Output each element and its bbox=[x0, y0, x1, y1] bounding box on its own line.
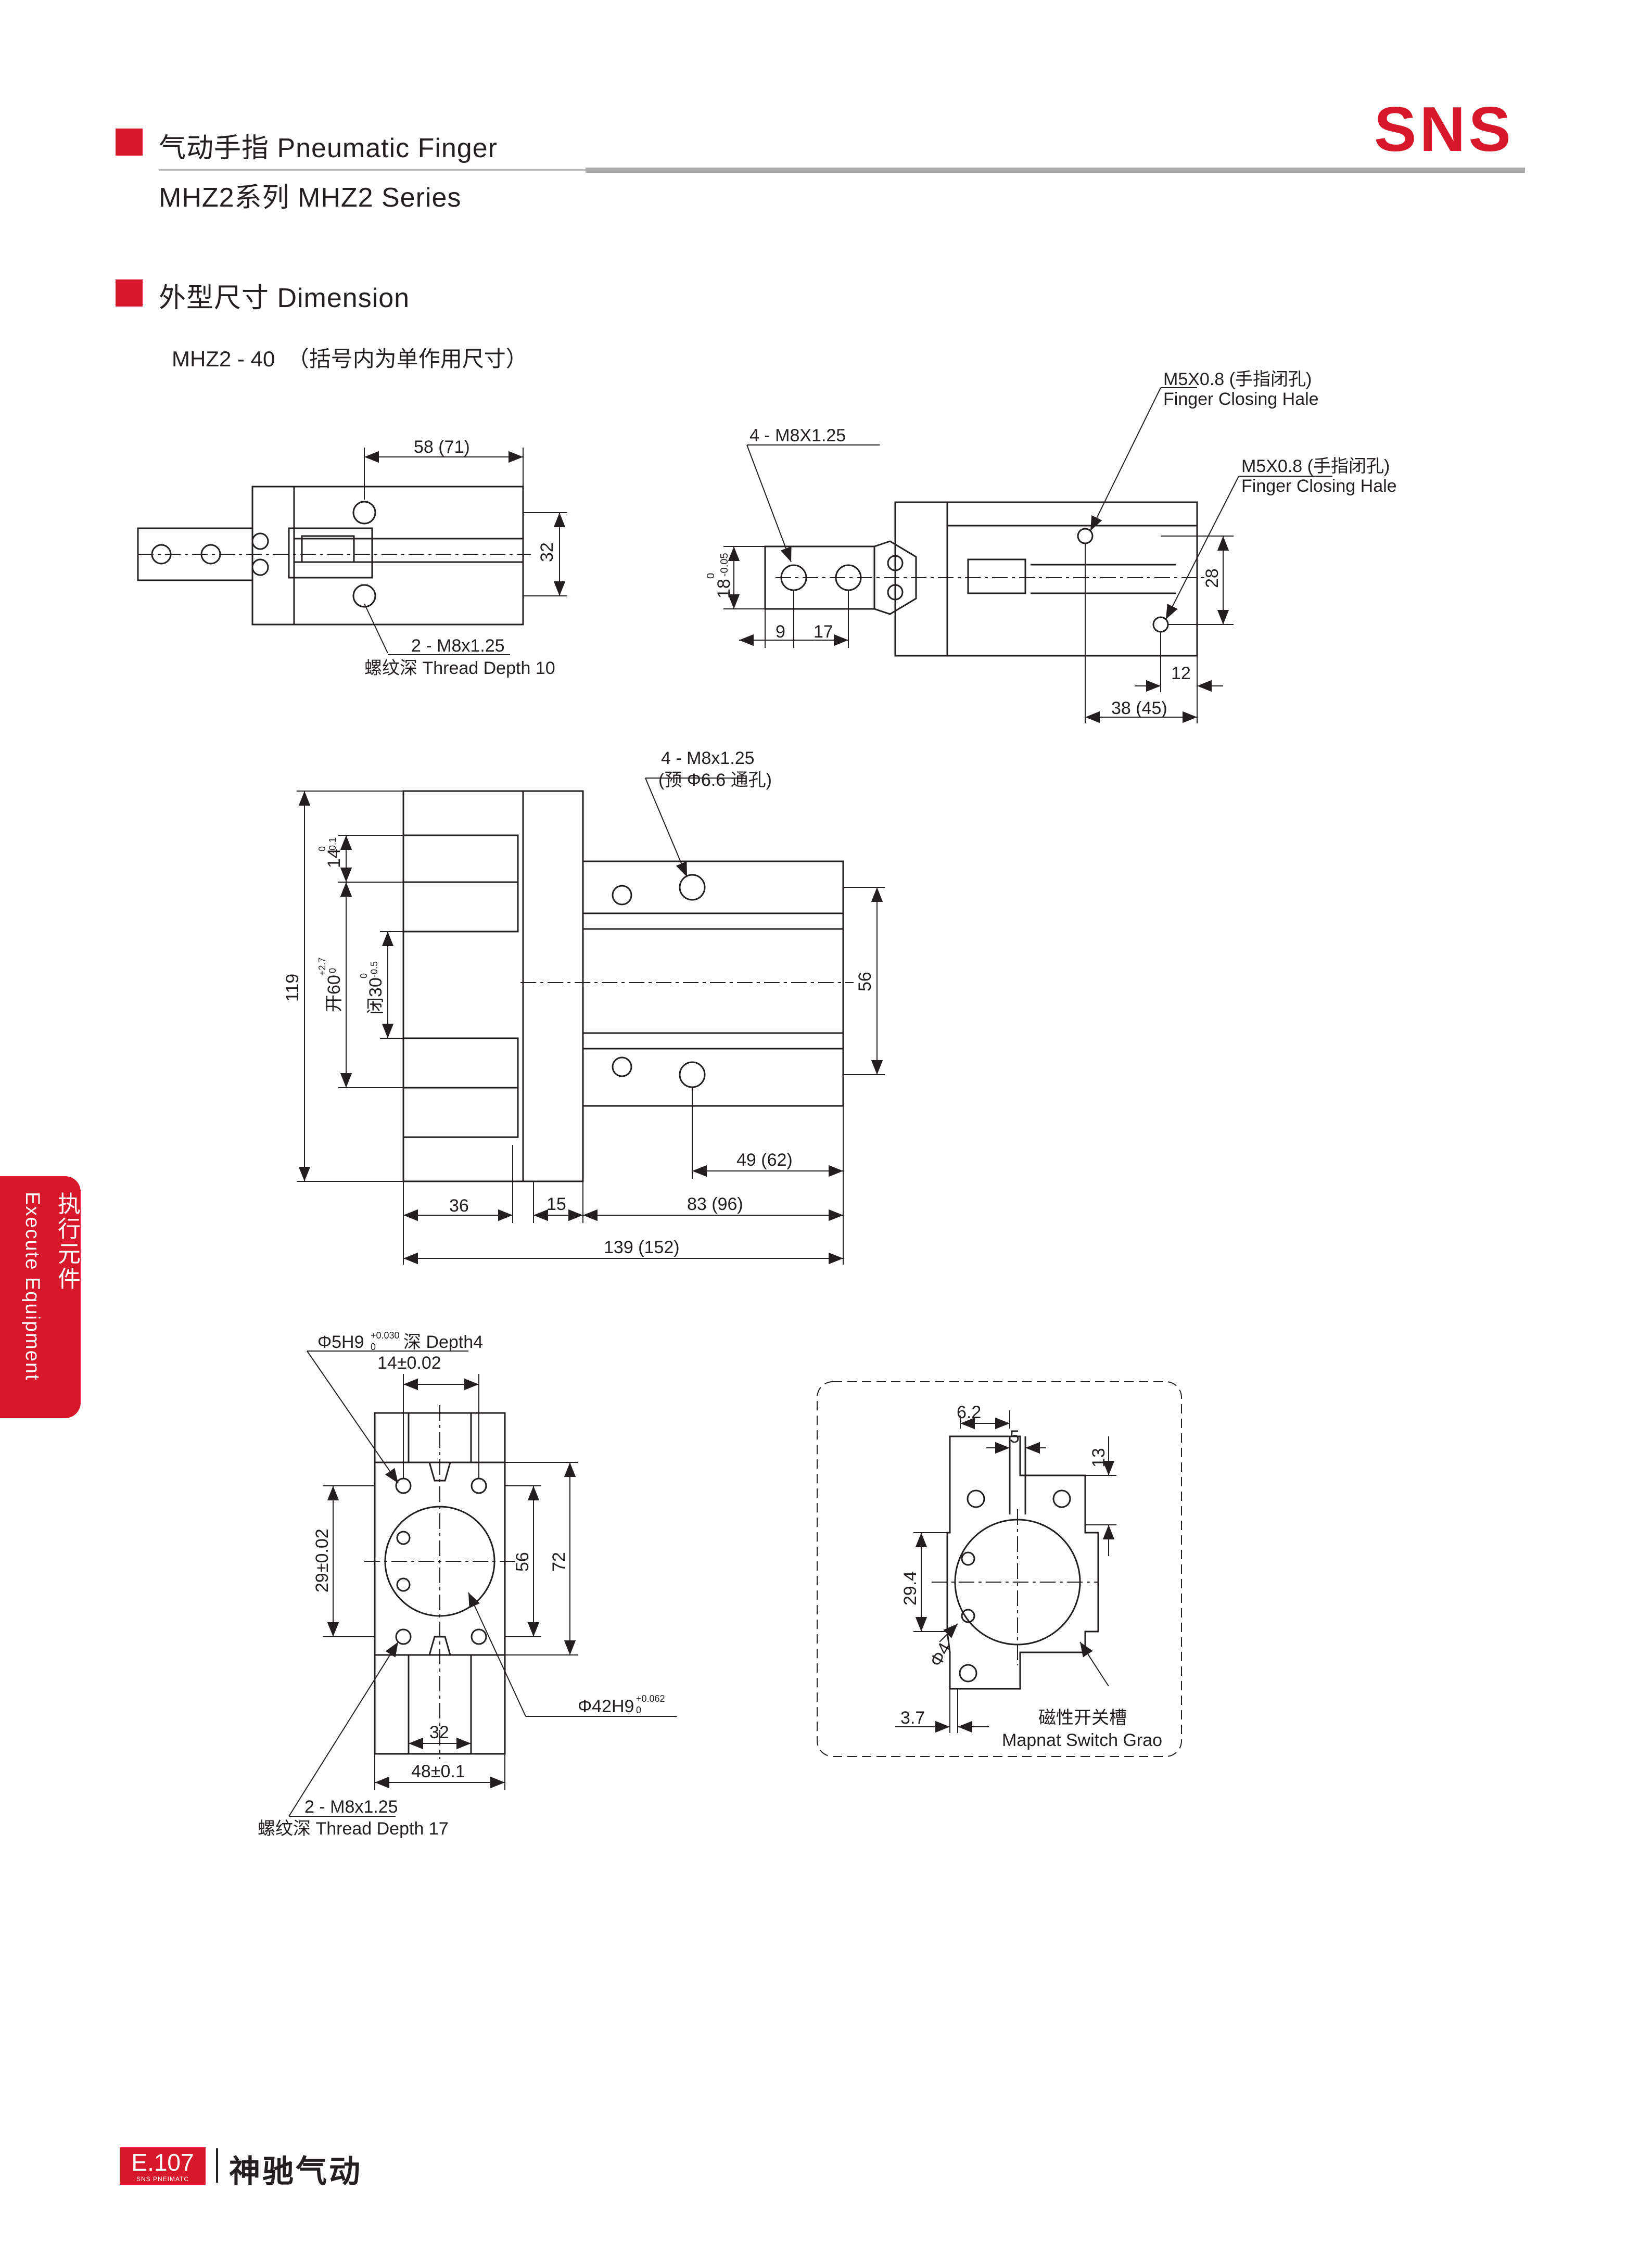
mid-dim-139: 139 (152) bbox=[604, 1238, 680, 1257]
bl-dim-32: 32 bbox=[429, 1723, 449, 1742]
model-label: MHZ2 - 40 （括号内为单作用尺寸） bbox=[172, 347, 528, 371]
bl-pin-depth: 深 Depth4 bbox=[403, 1332, 483, 1352]
section-marker-icon bbox=[116, 279, 143, 307]
bl-pin-tol-bot: 0 bbox=[371, 1342, 376, 1352]
mid-tol-open-bot: 0 bbox=[327, 968, 338, 973]
header-marker-icon bbox=[116, 129, 143, 156]
side-tab-cn: 执行元件 bbox=[54, 1192, 80, 1292]
bl-bore-tol-bot: 0 bbox=[636, 1705, 641, 1715]
tr-closing-label-2-en: Finger Closing Hale bbox=[1241, 476, 1397, 496]
mid-tol-open-top: +2.7 bbox=[317, 957, 327, 976]
br-dim-29-4: 29.4 bbox=[900, 1571, 920, 1606]
mid-dim-56: 56 bbox=[855, 972, 875, 991]
bl-bore-label: Φ42H9 bbox=[578, 1697, 634, 1716]
mid-dim-14: 14 bbox=[324, 848, 344, 868]
side-tab: 执行元件 Execute Equipment bbox=[0, 1176, 81, 1418]
mid-thread-note: (预 Φ6.6 通孔) bbox=[658, 770, 772, 790]
br-dim-phi4: Φ4 bbox=[926, 1639, 955, 1670]
tr-closing-label-1: M5X0.8 (手指闭孔) bbox=[1163, 370, 1312, 389]
page-number-box: E.107 SNS PNEIMATC bbox=[120, 2147, 206, 2185]
tr-closing-label-1-en: Finger Closing Hale bbox=[1163, 389, 1319, 409]
tr-dim-18: 18 bbox=[714, 579, 734, 598]
view-top-right bbox=[723, 387, 1332, 723]
tr-dim-12: 12 bbox=[1171, 664, 1191, 683]
mid-thread-label: 4 - M8x1.25 bbox=[661, 748, 755, 768]
mid-tol-close-top: 0 bbox=[359, 973, 369, 978]
tr-dim-9: 9 bbox=[776, 622, 785, 642]
bl-dim-48: 48±0.1 bbox=[411, 1762, 465, 1781]
footer-divider bbox=[216, 2148, 218, 2183]
tl-dim-height: 32 bbox=[537, 542, 557, 562]
tr-closing-label-2: M5X0.8 (手指闭孔) bbox=[1241, 456, 1390, 476]
bl-thread-label: 2 - M8x1.25 bbox=[304, 1797, 398, 1817]
page-number: E.107 bbox=[131, 2149, 194, 2176]
tl-dim-width: 58 (71) bbox=[414, 437, 470, 457]
tr-tol-18-bot: -0.05 bbox=[719, 553, 730, 577]
view-bottom-right bbox=[817, 1381, 1182, 1757]
bl-dim-14: 14±0.02 bbox=[377, 1353, 441, 1373]
bl-pin-tol-top: +0.030 bbox=[371, 1330, 400, 1341]
tr-dim-28: 28 bbox=[1202, 568, 1222, 588]
bl-bore-tol-top: +0.062 bbox=[636, 1693, 665, 1704]
tr-thread-label: 4 - M8X1.25 bbox=[749, 426, 846, 445]
section-title: 外型尺寸 Dimension bbox=[159, 283, 410, 313]
bl-dim-56: 56 bbox=[513, 1552, 532, 1572]
br-groove-en: Mapnat Switch Grao bbox=[1002, 1730, 1162, 1750]
mid-tol-14-bot: -0.1 bbox=[327, 837, 338, 854]
bl-pin-label: Φ5H9 bbox=[317, 1332, 364, 1352]
mid-tol-14-top: 0 bbox=[317, 846, 327, 851]
tr-dim-17: 17 bbox=[814, 622, 833, 642]
mid-dim-83: 83 (96) bbox=[687, 1194, 743, 1214]
bl-thread-depth: 螺纹深 Thread Depth 17 bbox=[258, 1819, 449, 1839]
tr-tol-18-top: 0 bbox=[705, 573, 717, 579]
mid-dim-119: 119 bbox=[283, 974, 302, 1002]
br-dim-5: 5 bbox=[1010, 1427, 1020, 1447]
mid-tol-close-bot: -0.5 bbox=[369, 961, 379, 977]
tl-thread-label: 2 - M8x1.25 bbox=[411, 636, 505, 656]
br-dim-13: 13 bbox=[1089, 1448, 1109, 1468]
side-tab-en: Execute Equipment bbox=[21, 1192, 43, 1381]
tr-dim-38: 38 (45) bbox=[1111, 698, 1167, 718]
br-dim-6-2: 6.2 bbox=[957, 1403, 981, 1422]
br-groove-cn: 磁性开关槽 bbox=[1038, 1708, 1127, 1728]
view-top-left bbox=[137, 448, 567, 655]
tl-thread-depth: 螺纹深 Thread Depth 10 bbox=[364, 658, 555, 678]
footer-brand: 神驰气动 bbox=[229, 2154, 362, 2189]
header-title: 气动手指 Pneumatic Finger bbox=[159, 133, 498, 163]
mid-dim-open: 开60 bbox=[324, 975, 344, 1012]
header-rule bbox=[159, 169, 586, 171]
bl-dim-72: 72 bbox=[549, 1552, 569, 1572]
mid-dim-36: 36 bbox=[449, 1196, 469, 1216]
br-dim-3-7: 3.7 bbox=[900, 1708, 925, 1728]
mid-dim-close: 闭30 bbox=[366, 977, 386, 1015]
view-bottom-left bbox=[288, 1351, 677, 1817]
mid-dim-49: 49 (62) bbox=[736, 1150, 793, 1170]
bl-dim-29: 29±0.02 bbox=[312, 1528, 332, 1593]
mid-dim-15: 15 bbox=[547, 1194, 566, 1214]
header-rule-bold bbox=[586, 168, 1525, 173]
view-middle bbox=[297, 778, 885, 1265]
page-number-sub: SNS PNEIMATC bbox=[136, 2175, 189, 2183]
brand-logo: SNS bbox=[1374, 94, 1514, 164]
header-series: MHZ2系列 MHZ2 Series bbox=[159, 183, 462, 213]
